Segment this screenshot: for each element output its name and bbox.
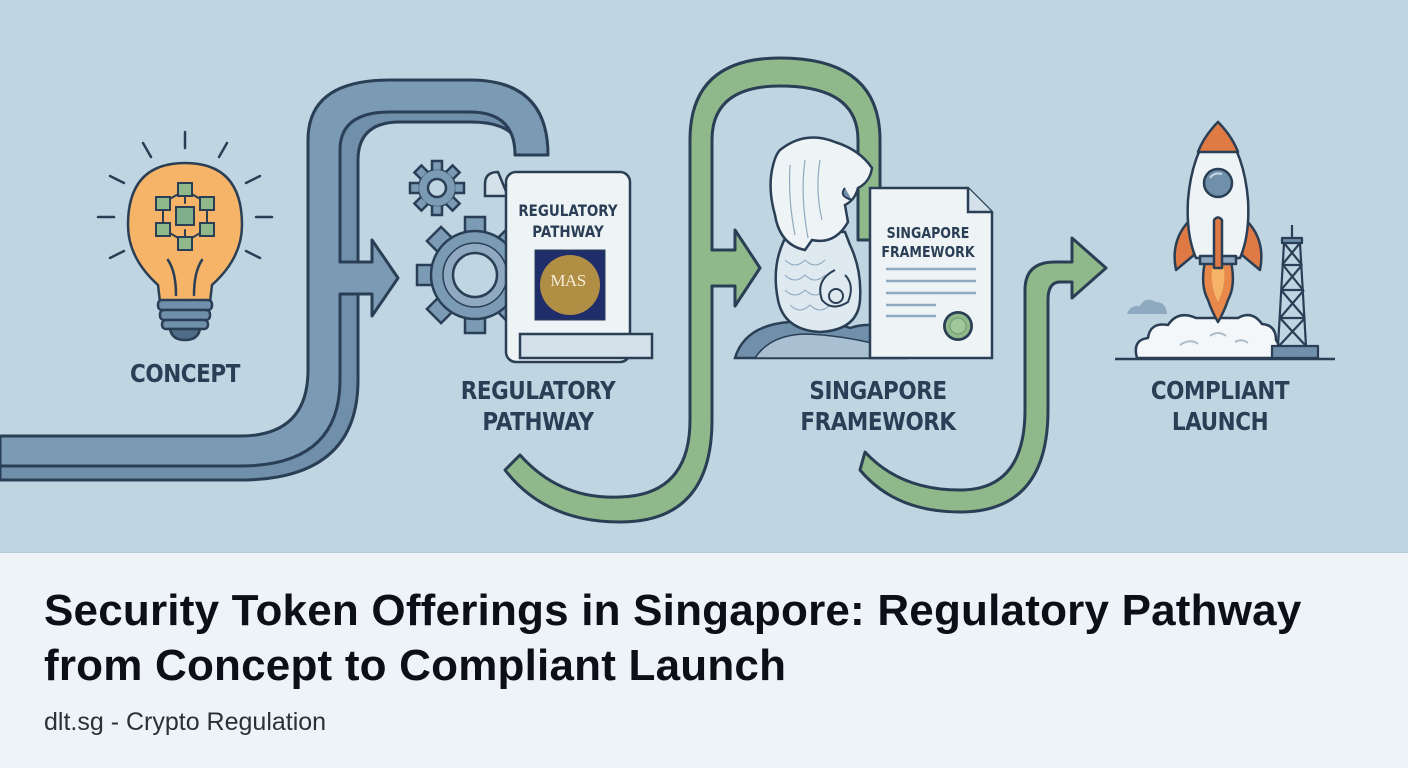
seal-icon bbox=[943, 311, 973, 341]
scroll-document-icon bbox=[483, 170, 654, 364]
stage-label-compliant-launch: COMPLIANT LAUNCH bbox=[1150, 376, 1290, 436]
gears-icon bbox=[408, 159, 535, 335]
merlion-icon bbox=[733, 136, 907, 360]
regulatory-document-heading: REGULATORY PATHWAY bbox=[518, 201, 618, 241]
rocket-launch-icon bbox=[1115, 120, 1335, 361]
green-path-1 bbox=[503, 56, 882, 524]
launch-tower-icon bbox=[1270, 225, 1320, 360]
article-source: dlt.sg - Crypto Regulation bbox=[44, 708, 327, 736]
green-path-2 bbox=[858, 236, 1108, 514]
article-caption: Security Token Offerings in Singapore: R… bbox=[0, 552, 1408, 768]
lightbulb-blockchain-icon bbox=[96, 130, 274, 342]
singapore-document-heading: SINGAPORE FRAMEWORK bbox=[881, 224, 975, 261]
certificate-icon bbox=[868, 186, 994, 360]
stage-label-regulatory-pathway: REGULATORY PATHWAY bbox=[460, 376, 616, 436]
pathway-diagram bbox=[0, 56, 1335, 524]
stage-label-concept: CONCEPT bbox=[130, 359, 240, 388]
article-title: Security Token Offerings in Singapore: R… bbox=[44, 586, 1302, 690]
mas-seal-text: MAS bbox=[550, 271, 586, 290]
blue-path bbox=[0, 78, 550, 482]
hero-illustration: REGULATORY PATHWAY MAS SINGAPORE FRAMEWO… bbox=[0, 0, 1408, 552]
stage-label-singapore-framework: SINGAPORE FRAMEWORK bbox=[800, 376, 956, 436]
